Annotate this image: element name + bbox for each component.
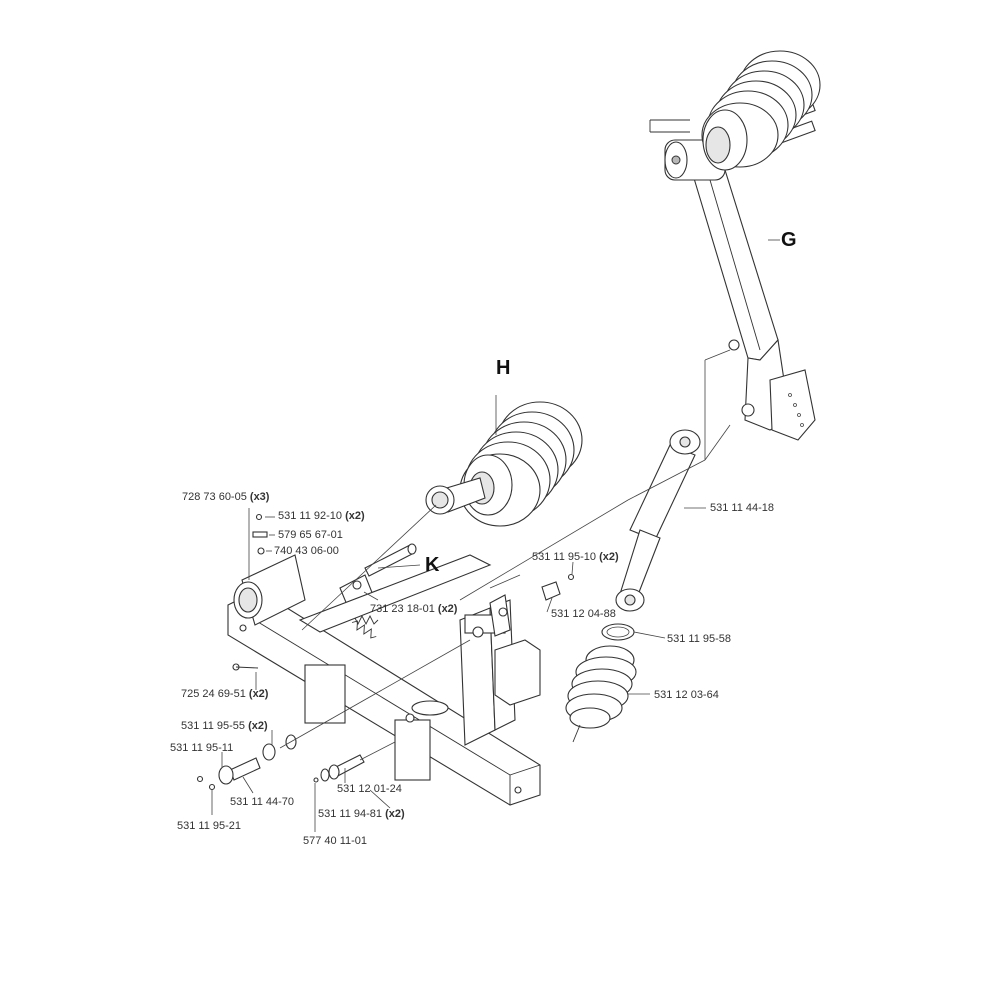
callout-740-43-06-00: 740 43 06-00 — [274, 545, 339, 557]
spring-g — [701, 50, 821, 171]
callout-577-40-11-01: 577 40 11-01 — [303, 835, 368, 847]
callout-531-11-95-21: 531 11 95-21 — [177, 820, 242, 832]
callout-531-11-95-55: 531 11 95-55 (x2) — [181, 720, 268, 732]
callout-531-11-95-11: 531 11 95-11 — [170, 742, 234, 754]
assembly-letter-g: G — [781, 229, 797, 251]
callout-531-12-01-24: 531 12 01-24 — [337, 783, 402, 795]
callout-725-24-69-51: 725 24 69-51 (x2) — [181, 688, 269, 700]
arm-assembly-g — [649, 100, 816, 441]
callout-728-73-60-05: 728 73 60-05 (x3) — [182, 491, 270, 503]
callout-531-12-04-88: 531 12 04-88 — [551, 608, 616, 620]
hardware — [196, 513, 575, 791]
callout-531-11-44-18: 531 11 44-18 — [710, 502, 775, 514]
bellows — [565, 645, 637, 743]
clamp-ring — [601, 623, 635, 641]
callout-579-65-67-01: 579 65 67-01 — [278, 529, 343, 541]
callout-531-11-44-70: 531 11 44-70 — [230, 796, 295, 808]
callout-531-11-92-10: 531 11 92-10 (x2) — [278, 510, 365, 522]
callout-731-23-18-01: 731 23 18-01 (x2) — [370, 603, 458, 615]
callout-531-11-94-81: 531 11 94-81 (x2) — [318, 808, 405, 820]
assembly-letter-k: K — [425, 554, 440, 576]
callout-531-11-95-58: 531 11 95-58 — [667, 633, 732, 645]
leader-lines — [211, 239, 780, 832]
callout-531-12-03-64: 531 12 03-64 — [654, 689, 719, 701]
spring-h — [425, 401, 583, 527]
assembly-letter-h: H — [496, 357, 511, 379]
main-frame — [227, 554, 541, 806]
callout-531-11-95-10: 531 11 95-10 (x2) — [532, 551, 619, 563]
shock-absorber — [615, 429, 701, 612]
